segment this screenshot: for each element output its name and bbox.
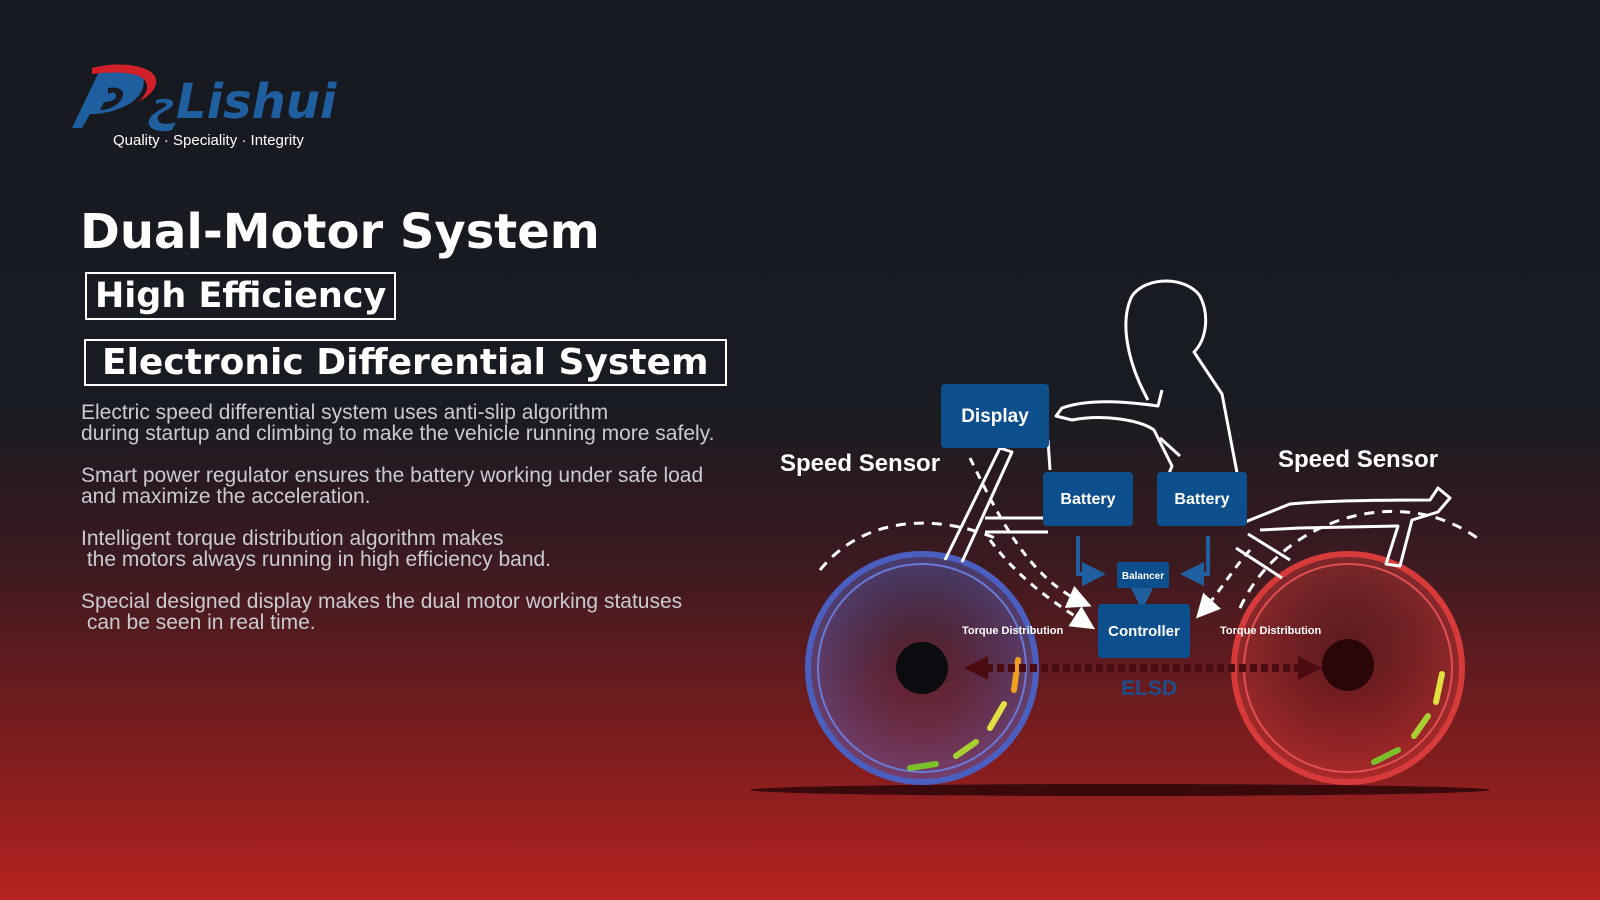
brand-name: Lishui [176, 74, 337, 130]
display-node: Display [941, 384, 1049, 448]
controller-label: Controller [1108, 623, 1180, 640]
battery-right-node: Battery [1157, 472, 1247, 526]
controller-node: Controller [1098, 604, 1190, 658]
feature-badge-differential: Electronic Differential System [84, 339, 727, 386]
rear-torque-arrows [1371, 671, 1445, 765]
balancer-node: Balancer [1117, 562, 1169, 588]
description-paragraph: Special designed display makes the dual … [81, 590, 683, 634]
speed-sensor-right-label: Speed Sensor [1278, 446, 1438, 473]
battery-right-label: Battery [1174, 491, 1229, 508]
display-node-label: Display [961, 406, 1029, 427]
description-paragraph: Intelligent torque distribution algorith… [81, 527, 552, 571]
torque-left-label: Torque Distribution [962, 625, 1064, 637]
torque-right-label: Torque Distribution [1220, 625, 1322, 637]
front-speed-arc [818, 521, 1001, 571]
rear-speed-arc [1238, 509, 1481, 609]
feature-badge-efficiency: High Efficiency [85, 272, 397, 320]
rear-sensor-line [1195, 548, 1252, 619]
rear-hub-motor [1322, 639, 1374, 691]
battery-left-label: Battery [1060, 491, 1115, 508]
page-title: Dual-Motor System [80, 204, 600, 260]
balancer-label: Balancer [1122, 571, 1164, 582]
elsd-link [964, 656, 1322, 680]
battery-left-node: Battery [1043, 472, 1133, 526]
description-paragraph: Smart power regulator ensures the batter… [81, 464, 704, 508]
front-signal-line [968, 457, 1092, 608]
brand-logo: Lishui Quality · Speciality · Integrity [72, 62, 372, 154]
front-sensor-line [988, 539, 1096, 630]
ground-shadow [750, 784, 1490, 796]
front-hub-motor [896, 642, 948, 694]
brand-tagline: Quality · Speciality · Integrity [113, 132, 304, 149]
description-paragraph: Electric speed differential system uses … [81, 401, 715, 445]
front-torque-arrows [907, 657, 1021, 771]
rider-outline [1054, 279, 1240, 479]
rear-wheel [1231, 551, 1465, 785]
speed-sensor-left-label: Speed Sensor [780, 450, 940, 477]
lishui-emblem-icon [72, 64, 176, 132]
elsd-label: ELSD [1121, 677, 1177, 700]
battery-right-link [1180, 536, 1210, 586]
battery-left-link [1076, 536, 1106, 586]
